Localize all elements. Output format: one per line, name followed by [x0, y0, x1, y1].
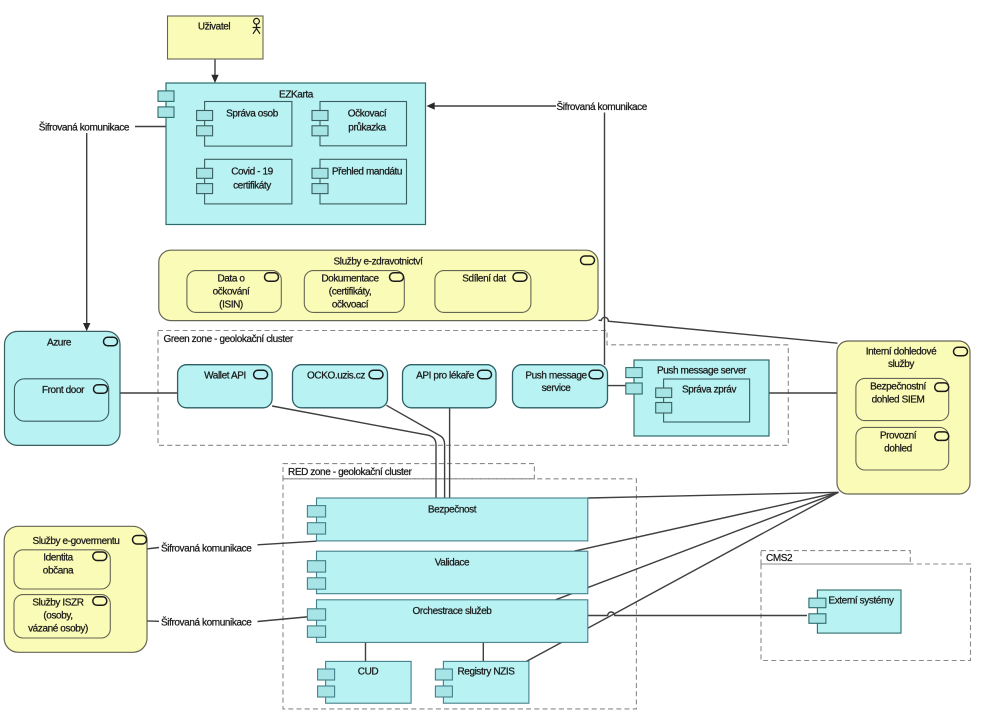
svg-text:Očkovací: Očkovací — [348, 109, 387, 120]
svg-text:service: service — [542, 383, 572, 394]
svg-text:Green zone - geolokační cluste: Green zone - geolokační cluster — [164, 334, 294, 345]
svg-text:služby: služby — [888, 359, 914, 370]
svg-text:Identita: Identita — [43, 553, 73, 564]
svg-text:Přehled mandátu: Přehled mandátu — [332, 167, 402, 178]
svg-text:Validace: Validace — [435, 558, 470, 569]
svg-text:vázané osoby): vázané osoby) — [28, 624, 88, 635]
svg-text:OCKO.uzis.cz: OCKO.uzis.cz — [307, 371, 365, 382]
svg-text:občana: občana — [43, 566, 74, 577]
svg-text:EZKarta: EZKarta — [279, 90, 314, 101]
svg-text:Front door: Front door — [42, 385, 85, 396]
svg-text:Externí systémy: Externí systémy — [828, 596, 894, 607]
svg-text:očkování: očkování — [213, 287, 250, 298]
svg-text:Šifrovaná komunikace: Šifrovaná komunikace — [161, 616, 252, 629]
svg-text:Uživatel: Uživatel — [198, 22, 231, 33]
svg-text:Data o: Data o — [217, 274, 245, 285]
svg-text:Push message: Push message — [525, 371, 587, 382]
svg-text:(certifikáty,: (certifikáty, — [329, 287, 371, 298]
svg-text:Služby e-govermentu: Služby e-govermentu — [33, 536, 120, 547]
svg-text:(ISIN): (ISIN) — [219, 300, 243, 311]
svg-text:dohled SIEM: dohled SIEM — [872, 395, 925, 406]
svg-text:API pro lékaře: API pro lékaře — [416, 371, 475, 382]
svg-text:Interní dohledové: Interní dohledové — [866, 347, 937, 358]
svg-text:Bezpečnostní: Bezpečnostní — [870, 382, 926, 393]
svg-text:Šifrovaná komunikace: Šifrovaná komunikace — [39, 121, 130, 134]
svg-text:Bezpečnost: Bezpečnost — [428, 505, 477, 516]
svg-text:CUD: CUD — [358, 667, 379, 678]
svg-text:Provozní: Provozní — [880, 431, 917, 442]
svg-text:Šifrovaná komunikace: Šifrovaná komunikace — [161, 541, 252, 554]
svg-text:CMS2: CMS2 — [766, 553, 793, 564]
svg-text:Služby e-zdravotnictví: Služby e-zdravotnictví — [333, 257, 423, 268]
svg-text:dohled: dohled — [884, 444, 912, 455]
svg-text:Wallet API: Wallet API — [204, 371, 246, 382]
svg-text:Správa osob: Správa osob — [226, 109, 279, 120]
svg-text:RED zone - geolokační cluster: RED zone - geolokační cluster — [288, 467, 413, 478]
svg-text:(osoby,: (osoby, — [43, 611, 72, 622]
svg-text:Šifrovaná komunikace: Šifrovaná komunikace — [557, 100, 648, 113]
svg-text:očkvoací: očkvoací — [332, 300, 369, 311]
svg-text:Dokumentace: Dokumentace — [321, 274, 379, 285]
svg-text:Azure: Azure — [47, 338, 72, 349]
svg-text:Registry NZIS: Registry NZIS — [457, 667, 515, 678]
svg-text:Orchestrace služeb: Orchestrace služeb — [413, 606, 493, 617]
svg-text:Správa zpráv: Správa zpráv — [682, 385, 737, 396]
svg-text:Covid - 19: Covid - 19 — [231, 167, 273, 178]
svg-text:Push message server: Push message server — [657, 366, 747, 377]
svg-text:Služby ISZR: Služby ISZR — [32, 598, 83, 609]
svg-text:průkazka: průkazka — [348, 122, 386, 134]
svg-text:certifikáty: certifikáty — [233, 181, 271, 192]
svg-text:Sdílení dat: Sdílení dat — [462, 274, 506, 285]
